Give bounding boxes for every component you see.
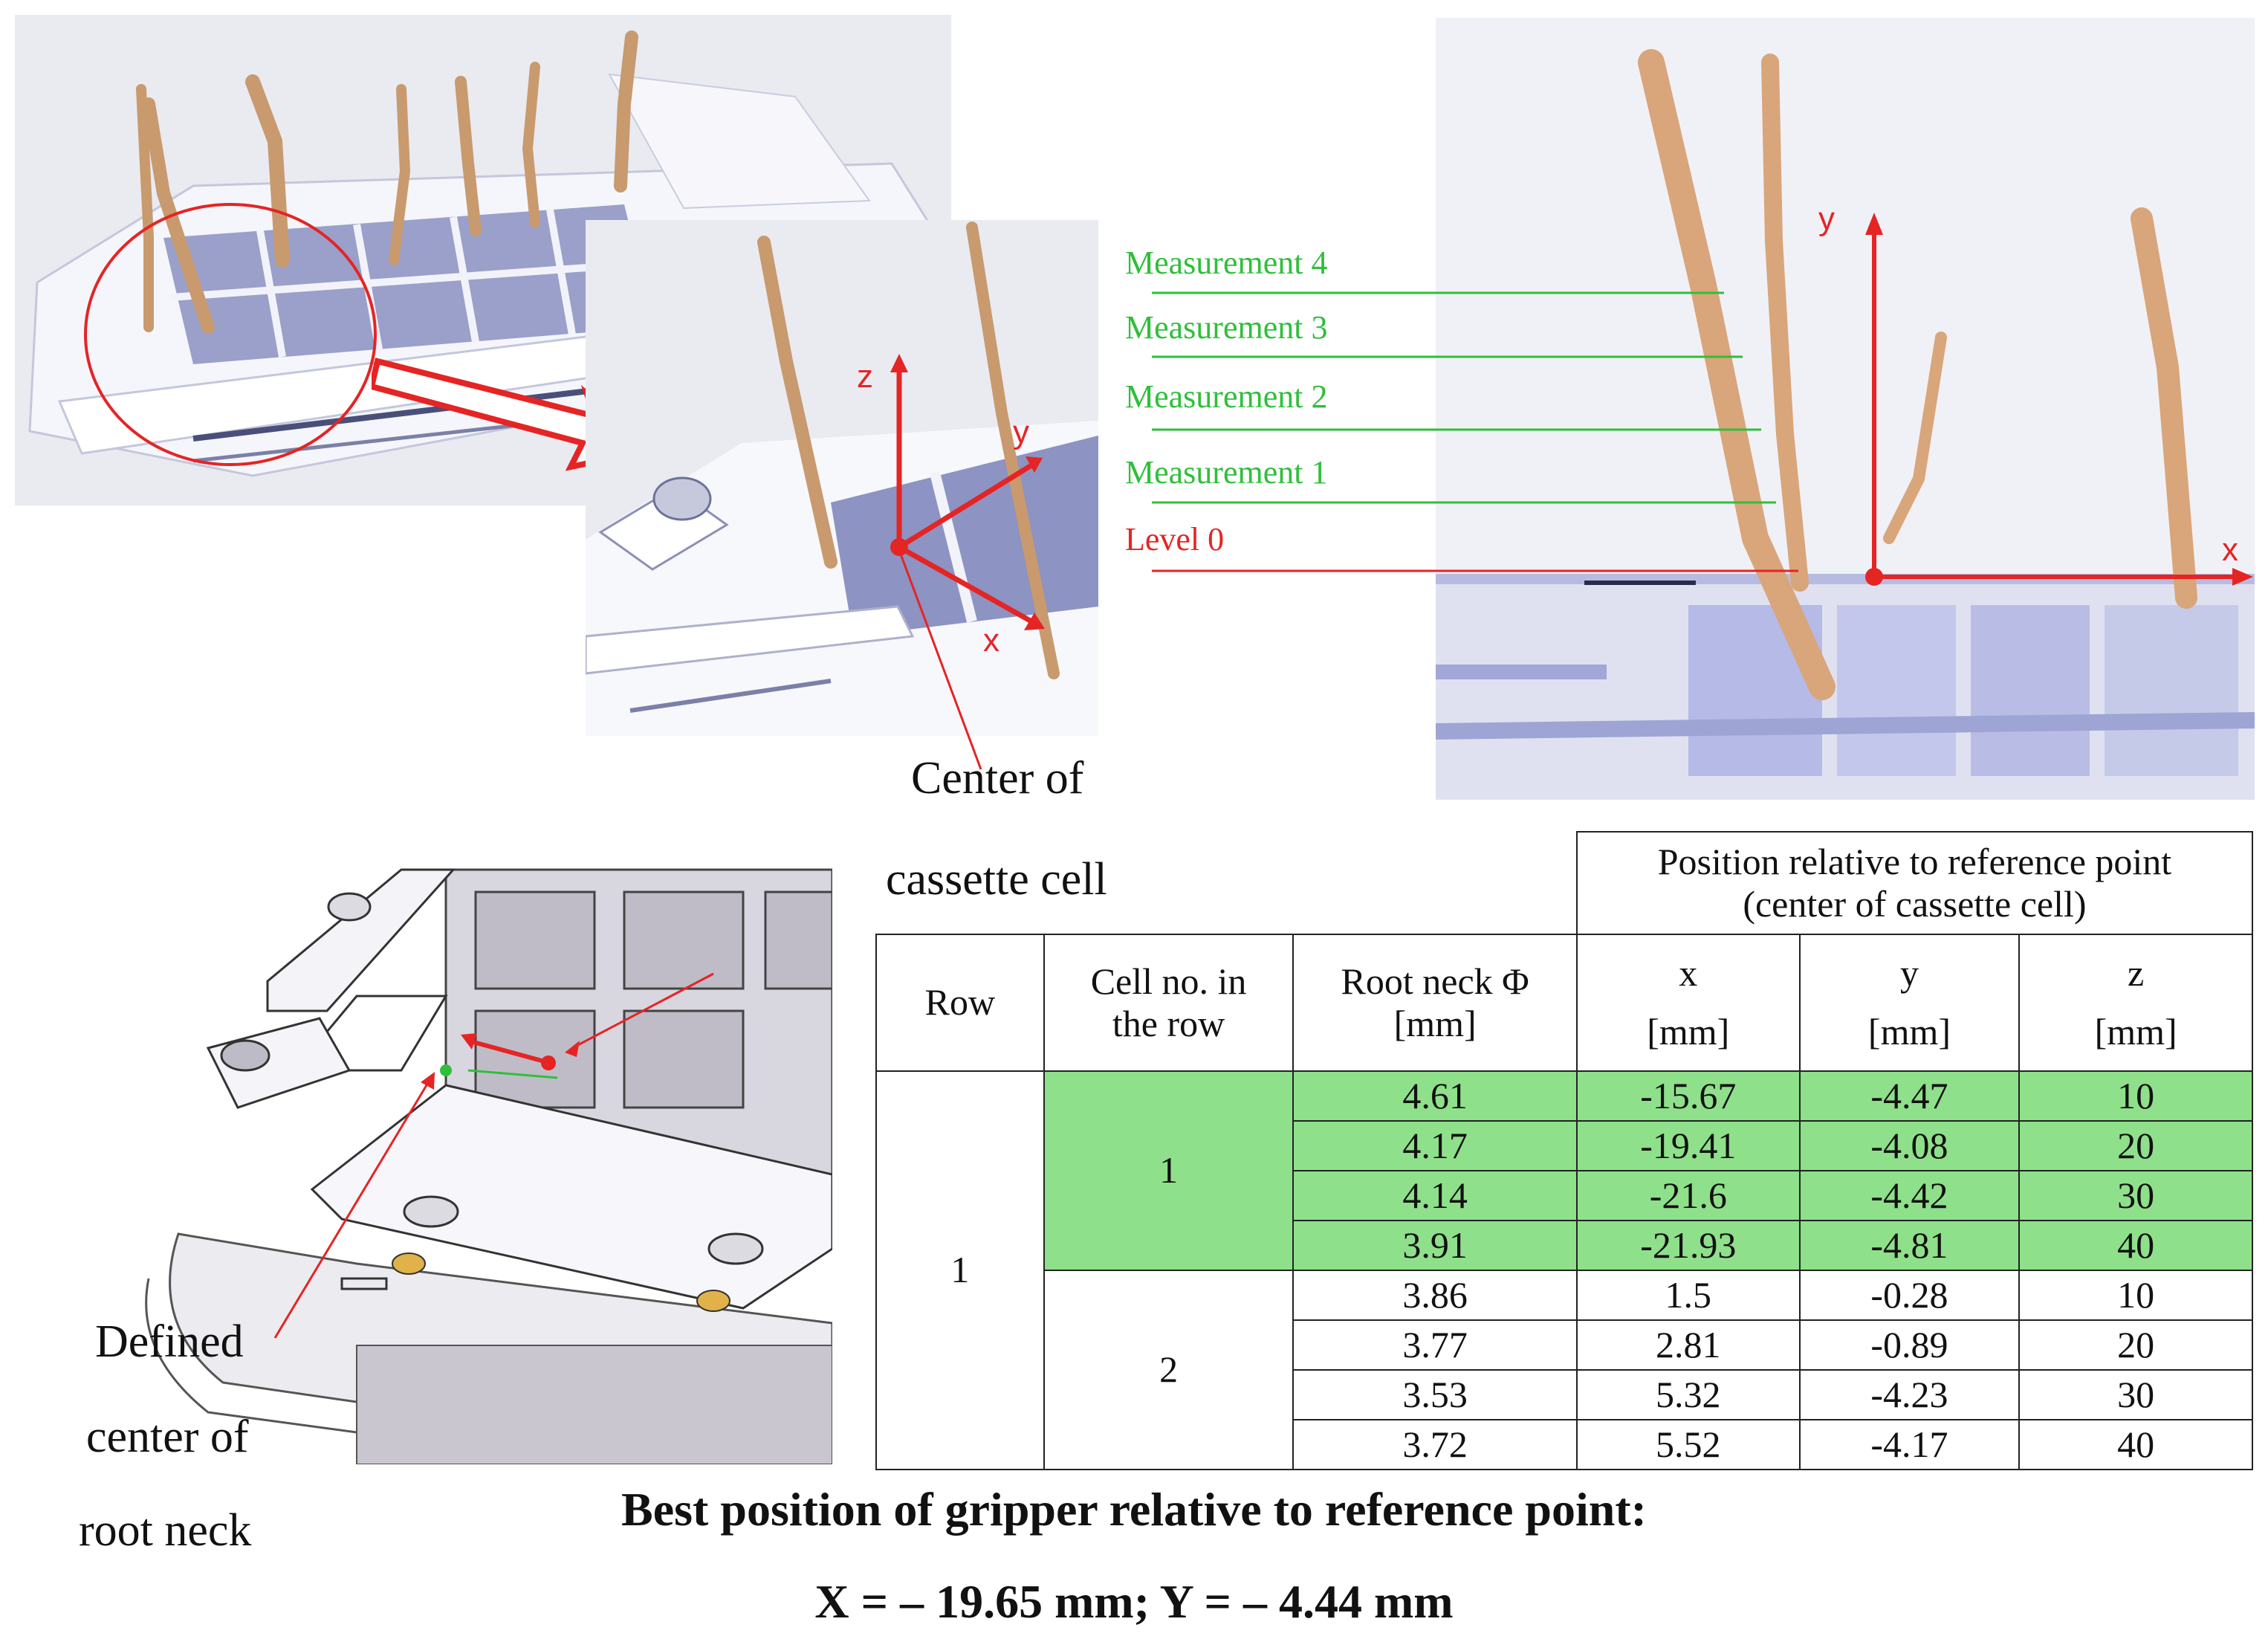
header-cell: Cell no. in the row <box>1043 934 1295 1072</box>
row-number-cell: 1 <box>875 1070 1045 1470</box>
measurement-1-label: Measurement 1 <box>1125 454 1328 491</box>
group-header-line2: (center of cassette cell) <box>1743 883 2087 925</box>
group-header-line1: Position relative to reference point <box>1657 840 2172 882</box>
front-axis-y-label: y <box>1818 201 1835 237</box>
zoomed-cell-image: z y x <box>586 220 1098 736</box>
measurement-4-label: Measurement 4 <box>1125 245 1328 281</box>
table-row: 4.14 -21.6 -4.42 30 <box>876 1170 2253 1221</box>
front-view-image: y x <box>1436 18 2255 800</box>
result-line-1: Best position of gripper relative to ref… <box>621 1483 1647 1536</box>
header-y-line2: [mm] <box>1867 1011 1951 1053</box>
x-value: 5.52 <box>1575 1419 1801 1470</box>
header-cell-line1: Cell no. in <box>1090 960 1247 1002</box>
axis-y-label: y <box>1013 414 1029 450</box>
neck-value: 3.91 <box>1292 1220 1578 1271</box>
x-value: -15.67 <box>1575 1070 1801 1122</box>
x-value: -21.93 <box>1575 1220 1801 1271</box>
table-row: 1 1 4.61 -15.67 -4.47 10 <box>875 1070 2253 1470</box>
measurement-3-label: Measurement 3 <box>1125 309 1328 346</box>
z-value: 10 <box>2018 1070 2253 1122</box>
center-leader-line <box>898 549 982 770</box>
z-value: 40 <box>2018 1220 2253 1271</box>
header-neck: Root neck Φ [mm] <box>1292 934 1578 1072</box>
defined-center-label-line1: Defined <box>95 1316 244 1367</box>
y-value: -4.17 <box>1798 1419 2021 1470</box>
group-header: Position relative to reference point (ce… <box>1575 831 2254 935</box>
table-row: 4.17 -19.41 -4.08 20 <box>876 1120 2253 1171</box>
y-value: -4.47 <box>1798 1070 2021 1122</box>
header-y: y [mm] <box>1798 934 2021 1072</box>
header-z: z [mm] <box>2018 934 2253 1072</box>
x-value: 2.81 <box>1575 1319 1801 1371</box>
cad-model-image <box>134 862 832 1464</box>
neck-value: 3.72 <box>1292 1419 1578 1470</box>
header-z-line1: z <box>2128 951 2145 994</box>
neck-value: 3.86 <box>1292 1270 1578 1321</box>
y-value: -4.81 <box>1798 1220 2021 1271</box>
x-value: -21.6 <box>1575 1170 1801 1221</box>
header-x-line1: x <box>1679 951 1698 994</box>
table-row: 3.77 2.81 -0.89 20 <box>876 1319 2253 1371</box>
neck-value: 3.77 <box>1292 1319 1578 1371</box>
z-value: 40 <box>2018 1419 2253 1470</box>
neck-value: 4.17 <box>1292 1120 1578 1171</box>
measurement-2-label: Measurement 2 <box>1125 378 1328 415</box>
level-0-label: Level 0 <box>1125 521 1225 557</box>
cell-number-2: 2 <box>1043 1270 1295 1470</box>
z-value: 30 <box>2018 1369 2253 1420</box>
neck-value: 4.61 <box>1292 1070 1578 1122</box>
table-row: 3.53 5.32 -4.23 30 <box>876 1369 2253 1420</box>
x-value: 1.5 <box>1575 1270 1801 1321</box>
y-value: -4.42 <box>1798 1170 2021 1221</box>
header-cell-line2: the row <box>1112 1003 1225 1044</box>
z-value: 20 <box>2018 1120 2253 1171</box>
z-value: 10 <box>2018 1270 2253 1321</box>
y-value: -0.89 <box>1798 1319 2021 1371</box>
axis-z-label: z <box>857 358 873 395</box>
header-x: x [mm] <box>1575 934 1801 1072</box>
z-value: 20 <box>2018 1319 2253 1371</box>
table-row: 3.91 -21.93 -4.81 40 <box>876 1220 2253 1271</box>
header-y-line1: y <box>1899 951 1919 994</box>
measurement-lines <box>1152 291 1798 572</box>
x-value: 5.32 <box>1575 1369 1801 1420</box>
header-x-line2: [mm] <box>1647 1011 1730 1053</box>
z-value: 30 <box>2018 1170 2253 1221</box>
y-value: -4.08 <box>1798 1120 2021 1171</box>
neck-value: 3.53 <box>1292 1369 1578 1420</box>
table-row: 3.72 5.52 -4.17 40 <box>876 1419 2253 1470</box>
results-table: Position relative to reference point (ce… <box>875 831 2254 1470</box>
center-cell-label-line1: Center of <box>911 753 1084 804</box>
defined-center-label-line3: root neck <box>79 1505 252 1556</box>
neck-value: 4.14 <box>1292 1170 1578 1221</box>
cell-number-1: 1 <box>1043 1070 1295 1271</box>
result-line-2: X = – 19.65 mm; Y = – 4.44 mm <box>814 1575 1454 1628</box>
y-value: -0.28 <box>1798 1270 2021 1321</box>
header-z-line2: [mm] <box>2094 1011 2177 1053</box>
center-cell-label-line2: cassette cell <box>886 854 1107 905</box>
x-value: -19.41 <box>1575 1120 1801 1171</box>
y-value: -4.23 <box>1798 1369 2021 1420</box>
header-row: Row <box>875 934 1045 1072</box>
axis-x-label: x <box>983 622 999 659</box>
header-neck-line2: [mm] <box>1393 1003 1477 1044</box>
header-neck-line1: Root neck Φ <box>1341 960 1529 1002</box>
table-row: 2 3.86 1.5 -0.28 10 <box>876 1270 2253 1470</box>
defined-center-label-line2: center of <box>86 1412 249 1462</box>
front-axis-x-label: x <box>2222 531 2238 568</box>
